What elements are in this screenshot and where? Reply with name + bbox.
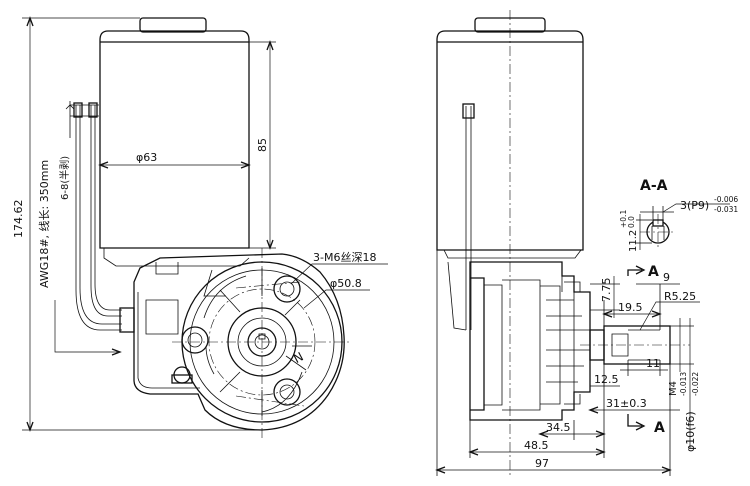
wire-strip-label: 6-8(半剥): [58, 156, 71, 200]
mount-boss-top: [273, 275, 301, 303]
rotation-mark: N: [291, 349, 306, 366]
dim-11: 11: [646, 357, 660, 370]
mount-boss-left: [181, 326, 209, 354]
gearbox-housing: [133, 253, 345, 431]
key-width: 3(P9): [680, 199, 709, 212]
dim-485: 48.5: [524, 439, 549, 452]
dim-motor-length: 85: [256, 138, 269, 152]
motor-end-cap: [139, 17, 207, 33]
dim-shaft-tol-low: -0.022: [691, 372, 700, 396]
dim-195: 19.5: [618, 301, 643, 314]
mount-boss-bottom: [273, 378, 301, 406]
dim-345: 34.5: [546, 421, 571, 434]
dim-mount-holes: 3-M6丝深18: [313, 251, 376, 264]
dim-31: 31±0.3: [606, 397, 647, 410]
dim-9: 9: [663, 271, 670, 284]
dim-m4: M4: [668, 381, 679, 396]
depth-tol-up: +0.1: [619, 210, 628, 228]
dim-125: 12.5: [594, 373, 619, 386]
dim-pcd: φ50.8: [330, 277, 362, 290]
key-tol-up: -0.006: [714, 195, 738, 204]
wire-spec-label: AWG18#, 线长: 350mm: [37, 160, 51, 288]
section-title: A-A: [640, 178, 668, 194]
motor-body: [99, 30, 250, 249]
dim-r525: R5.25: [664, 290, 696, 303]
lead-wires: [73, 102, 122, 331]
section-aa: A-A 3(P9) -0.006 -0.031 11.2 +0.1 0.0: [619, 178, 738, 252]
depth-tol-low: 0.0: [627, 216, 636, 228]
key-tol-low: -0.031: [714, 205, 738, 214]
dim-motor-diameter: φ63: [136, 151, 157, 164]
front-view: N 174.62 85 φ63 AWG18#, 线长: 350mm 6-8(半剥…: [12, 16, 388, 440]
dim-775: 7.75: [600, 278, 613, 303]
dim-total-height: 174.62: [12, 200, 25, 239]
side-gearbox: [469, 261, 591, 421]
dim-shaft-tol-up: -0.013: [679, 372, 688, 396]
side-motor-body: [436, 30, 584, 251]
section-mark-top: A: [648, 264, 659, 280]
depth-main: 11.2: [628, 230, 639, 252]
dim-shaft-diameter: φ10(f6): [684, 411, 697, 452]
dim-97: 97: [535, 457, 549, 470]
section-mark-bottom: A: [654, 420, 665, 436]
side-view: A A 7.75 9 19.5 R5.25 M4 φ10(f6) -0.013 …: [435, 10, 700, 478]
